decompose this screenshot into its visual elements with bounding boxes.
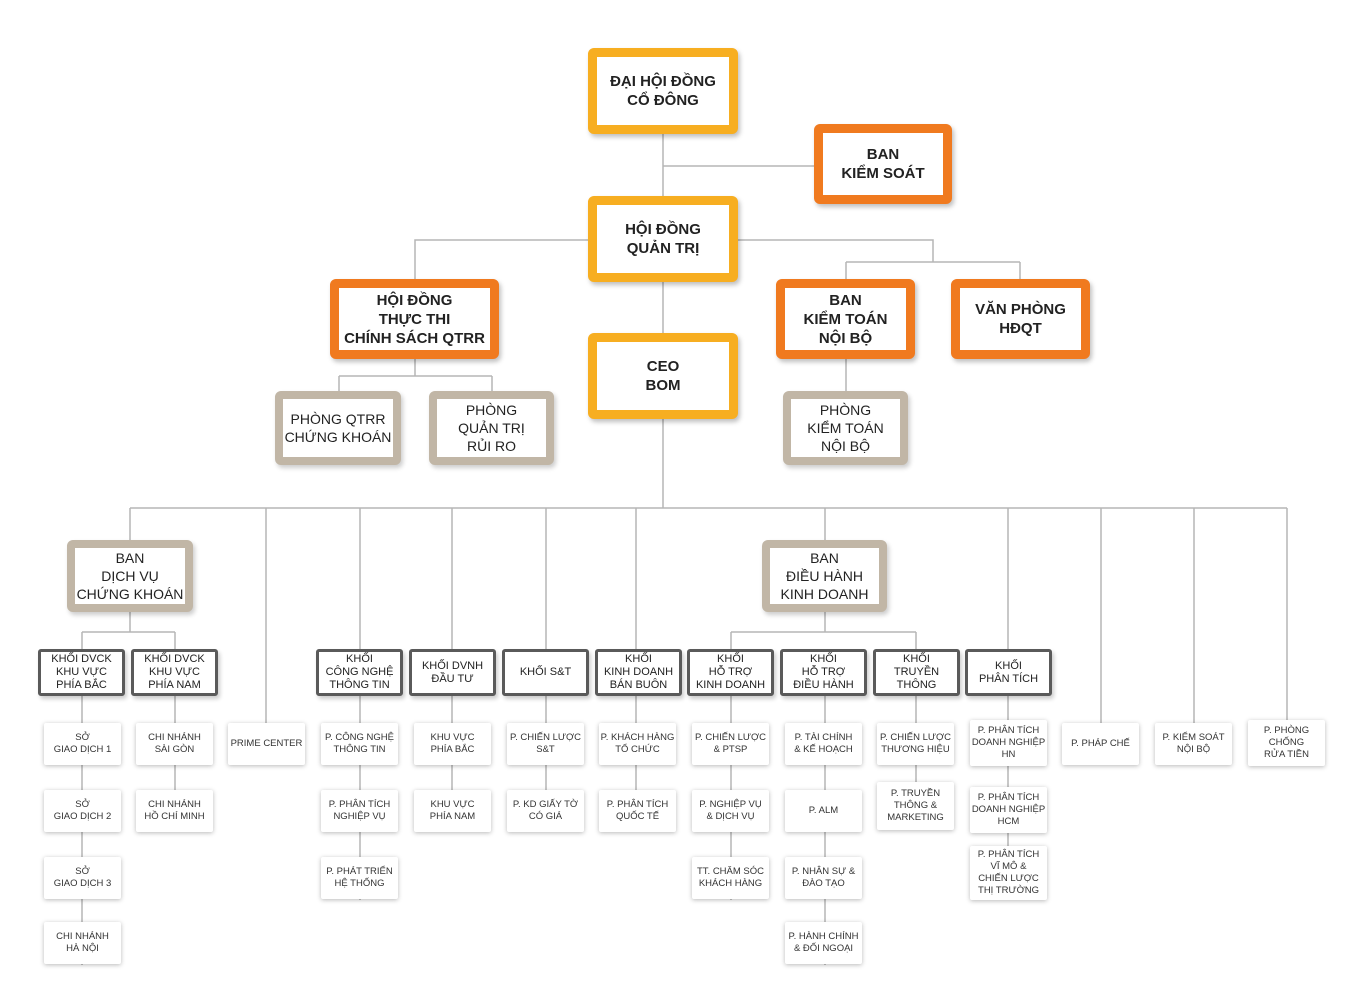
leaf-khu-vuc-phia-nam: KHU VỰC PHÍA NAM — [414, 790, 491, 832]
node-ban-kiem-toan-noi-bo: BAN KIỂM TOÁN NỘI BỘ — [776, 279, 915, 359]
node-van-phong-hdqt: VĂN PHÒNG HĐQT — [951, 279, 1090, 359]
leaf-p-chien-luoc-thuong-hieu: P. CHIẾN LƯỢC THƯƠNG HIỆU — [877, 723, 954, 765]
leaf-chi-nhanh-sai-gon: CHI NHÁNH SÀI GÒN — [136, 723, 213, 765]
leaf-p-chien-luoc-ptsp: P. CHIẾN LƯỢC & PTSP — [692, 723, 769, 765]
leaf-so-giao-dich-1: SỞ GIAO DỊCH 1 — [44, 723, 121, 765]
leaf-tt-cham-soc-khach-hang: TT. CHĂM SÓC KHÁCH HÀNG — [692, 857, 769, 899]
node-hoi-dong-thuc-thi-chinh-sach-qtrr: HỘI ĐỒNG THỰC THI CHÍNH SÁCH QTRR — [330, 279, 499, 359]
leaf-chi-nhanh-ho-chi-minh: CHI NHÁNH HỒ CHÍ MINH — [136, 790, 213, 832]
leaf-p-nhan-su-dao-tao: P. NHÂN SỰ & ĐÀO TẠO — [785, 857, 862, 899]
node-hoi-dong-quan-tri: HỘI ĐỒNG QUẢN TRỊ — [588, 196, 738, 282]
node-dai-hoi-dong-co-dong: ĐẠI HỘI ĐỒNG CỔ ĐÔNG — [588, 48, 738, 134]
leaf-p-phan-tich-vi-mo: P. PHÂN TÍCH VĨ MÔ & CHIẾN LƯỢC THỊ TRƯỜ… — [970, 846, 1047, 900]
leaf-p-chien-luoc-st: P. CHIẾN LƯỢC S&T — [507, 723, 584, 765]
leaf-p-tai-chinh-ke-hoach: P. TÀI CHÍNH & KẾ HOẠCH — [785, 723, 862, 765]
leaf-prime-center: PRIME CENTER — [228, 723, 305, 765]
leaf-p-phat-trien-he-thong: P. PHÁT TRIỂN HỆ THỐNG — [321, 857, 398, 899]
leaf-p-phan-tich-dn-hn: P. PHÂN TÍCH DOANH NGHIỆP HN — [970, 720, 1047, 766]
leaf-chi-nhanh-ha-noi: CHI NHÁNH HÀ NỘI — [44, 922, 121, 964]
node-khoi-dvnh-dau-tu: KHỐI DVNH ĐẦU TƯ — [409, 649, 496, 696]
node-khoi-kinh-doanh-ban-buon: KHỐI KINH DOANH BÁN BUÔN — [595, 649, 682, 696]
leaf-p-cong-nghe-thong-tin: P. CÔNG NGHỆ THÔNG TIN — [321, 723, 398, 765]
leaf-so-giao-dich-3: SỞ GIAO DỊCH 3 — [44, 857, 121, 899]
leaf-p-phan-tich-nghiep-vu: P. PHÂN TÍCH NGHIỆP VỤ — [321, 790, 398, 832]
node-khoi-s-t: KHỐI S&T — [502, 649, 589, 696]
leaf-p-phap-che: P. PHÁP CHẾ — [1062, 723, 1139, 765]
leaf-p-phong-chong-rua-tien: P. PHÒNG CHỐNG RỬA TIỀN — [1248, 720, 1325, 766]
node-phong-kiem-toan-noi-bo: PHÒNG KIỂM TOÁN NỘI BỘ — [783, 391, 908, 465]
leaf-p-phan-tich-dn-hcm: P. PHÂN TÍCH DOANH NGHIỆP HCM — [970, 787, 1047, 833]
leaf-p-nghiep-vu-dich-vu: P. NGHIỆP VỤ & DỊCH VỤ — [692, 790, 769, 832]
node-khoi-dvck-phia-nam: KHỐI DVCK KHU VỰC PHÍA NAM — [131, 649, 218, 696]
node-khoi-phan-tich: KHỐI PHÂN TÍCH — [965, 649, 1052, 696]
leaf-p-kd-giay-to-co-gia: P. KD GIẤY TỜ CÓ GIÁ — [507, 790, 584, 832]
node-ban-kiem-soat: BAN KIỂM SOÁT — [814, 124, 952, 204]
leaf-khu-vuc-phia-bac: KHU VỰC PHÍA BẮC — [414, 723, 491, 765]
leaf-p-truyen-thong-marketing: P. TRUYỀN THÔNG & MARKETING — [877, 782, 954, 830]
leaf-p-phan-tich-quoc-te: P. PHÂN TÍCH QUỐC TẾ — [599, 790, 676, 832]
node-ceo-bom: CEO BOM — [588, 333, 738, 419]
node-phong-quan-tri-rui-ro: PHÒNG QUẢN TRỊ RỦI RO — [429, 391, 554, 465]
leaf-p-alm: P. ALM — [785, 790, 862, 832]
node-ban-dich-vu-chung-khoan: BAN DỊCH VỤ CHỨNG KHOÁN — [67, 540, 193, 612]
node-khoi-ho-tro-dieu-hanh: KHỐI HỖ TRỢ ĐIỀU HÀNH — [780, 649, 867, 696]
leaf-p-kiem-soat-noi-bo: P. KIỂM SOÁT NỘI BỘ — [1155, 723, 1232, 765]
node-khoi-ho-tro-kinh-doanh: KHỐI HỖ TRỢ KINH DOANH — [687, 649, 774, 696]
leaf-p-hanh-chinh-doi-ngoai: P. HÀNH CHÍNH & ĐỐI NGOẠI — [785, 922, 862, 964]
node-khoi-truyen-thong: KHỐI TRUYỀN THÔNG — [873, 649, 960, 696]
node-phong-qtrr-chung-khoan: PHÒNG QTRR CHỨNG KHOÁN — [275, 391, 401, 465]
leaf-p-khach-hang-to-chuc: P. KHÁCH HÀNG TỔ CHỨC — [599, 723, 676, 765]
leaf-so-giao-dich-2: SỞ GIAO DỊCH 2 — [44, 790, 121, 832]
node-khoi-dvck-phia-bac: KHỐI DVCK KHU VỰC PHÍA BẮC — [38, 649, 125, 696]
node-ban-dieu-hanh-kinh-doanh: BAN ĐIỀU HÀNH KINH DOANH — [762, 540, 887, 612]
node-khoi-cong-nghe-thong-tin: KHỐI CÔNG NGHỆ THÔNG TIN — [316, 649, 403, 696]
